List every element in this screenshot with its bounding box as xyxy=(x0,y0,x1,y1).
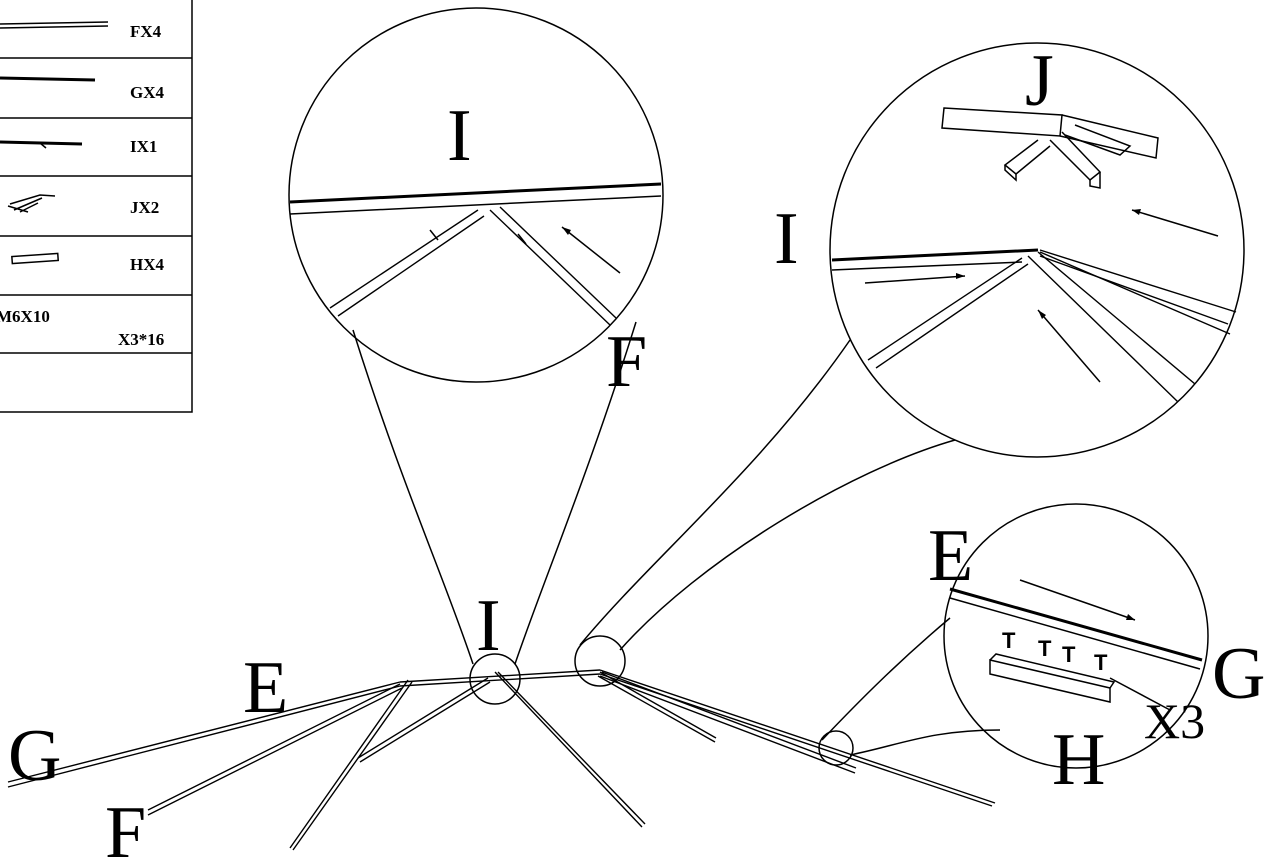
label-zoom3-g: G xyxy=(1212,633,1265,715)
label-zoom3-x3: X3 xyxy=(1144,693,1205,749)
zoom-origin-1 xyxy=(469,653,521,705)
connector-bracket-icon xyxy=(7,194,56,213)
label-zoom3-h: H xyxy=(1052,719,1105,801)
zoom-view-1 xyxy=(288,7,664,383)
parts-code-screw: M6X10 xyxy=(0,307,50,326)
label-zoom2-j: J xyxy=(1025,40,1054,122)
label-main-f: F xyxy=(105,792,146,861)
label-main-i: I xyxy=(476,585,501,667)
label-zoom2-i: I xyxy=(774,198,799,280)
parts-code-j: JX2 xyxy=(130,198,159,217)
long-bar-icon xyxy=(0,76,96,82)
zoom-origin-2 xyxy=(574,635,626,687)
screw-icon-1: T xyxy=(1002,628,1016,653)
parts-code-h: HX4 xyxy=(130,255,165,274)
parts-table-frame xyxy=(0,0,193,413)
plate-with-screws: T T T T xyxy=(989,628,1116,703)
parts-code-i: IX1 xyxy=(130,137,157,156)
long-tube-icon xyxy=(0,21,109,29)
j-connector xyxy=(941,107,1159,189)
main-frame xyxy=(7,669,996,851)
parts-table: FX4 GX4 IX1 JX2 HX4 M6X10 X3*16 xyxy=(0,0,193,413)
zoom-origin-3 xyxy=(818,730,854,766)
label-main-e: E xyxy=(243,647,288,729)
zoom-view-3: T T T T xyxy=(943,503,1209,769)
screw-icon-3: T xyxy=(1062,642,1076,667)
parts-code-f: FX4 xyxy=(130,22,162,41)
screw-icon-4: T xyxy=(1094,650,1108,675)
label-main-g: G xyxy=(8,715,61,797)
leader-lines xyxy=(352,321,1001,756)
screw-icon-2: T xyxy=(1038,636,1052,661)
parts-code-g: GX4 xyxy=(130,83,165,102)
zoom-view-2 xyxy=(829,42,1245,458)
plate-icon xyxy=(11,252,60,265)
label-zoom1-f: F xyxy=(606,321,647,403)
label-zoom3-e: E xyxy=(928,515,973,597)
center-bar-icon xyxy=(0,140,83,149)
label-zoom1-i: I xyxy=(447,95,472,177)
parts-code-screw-qty: X3*16 xyxy=(118,330,164,349)
